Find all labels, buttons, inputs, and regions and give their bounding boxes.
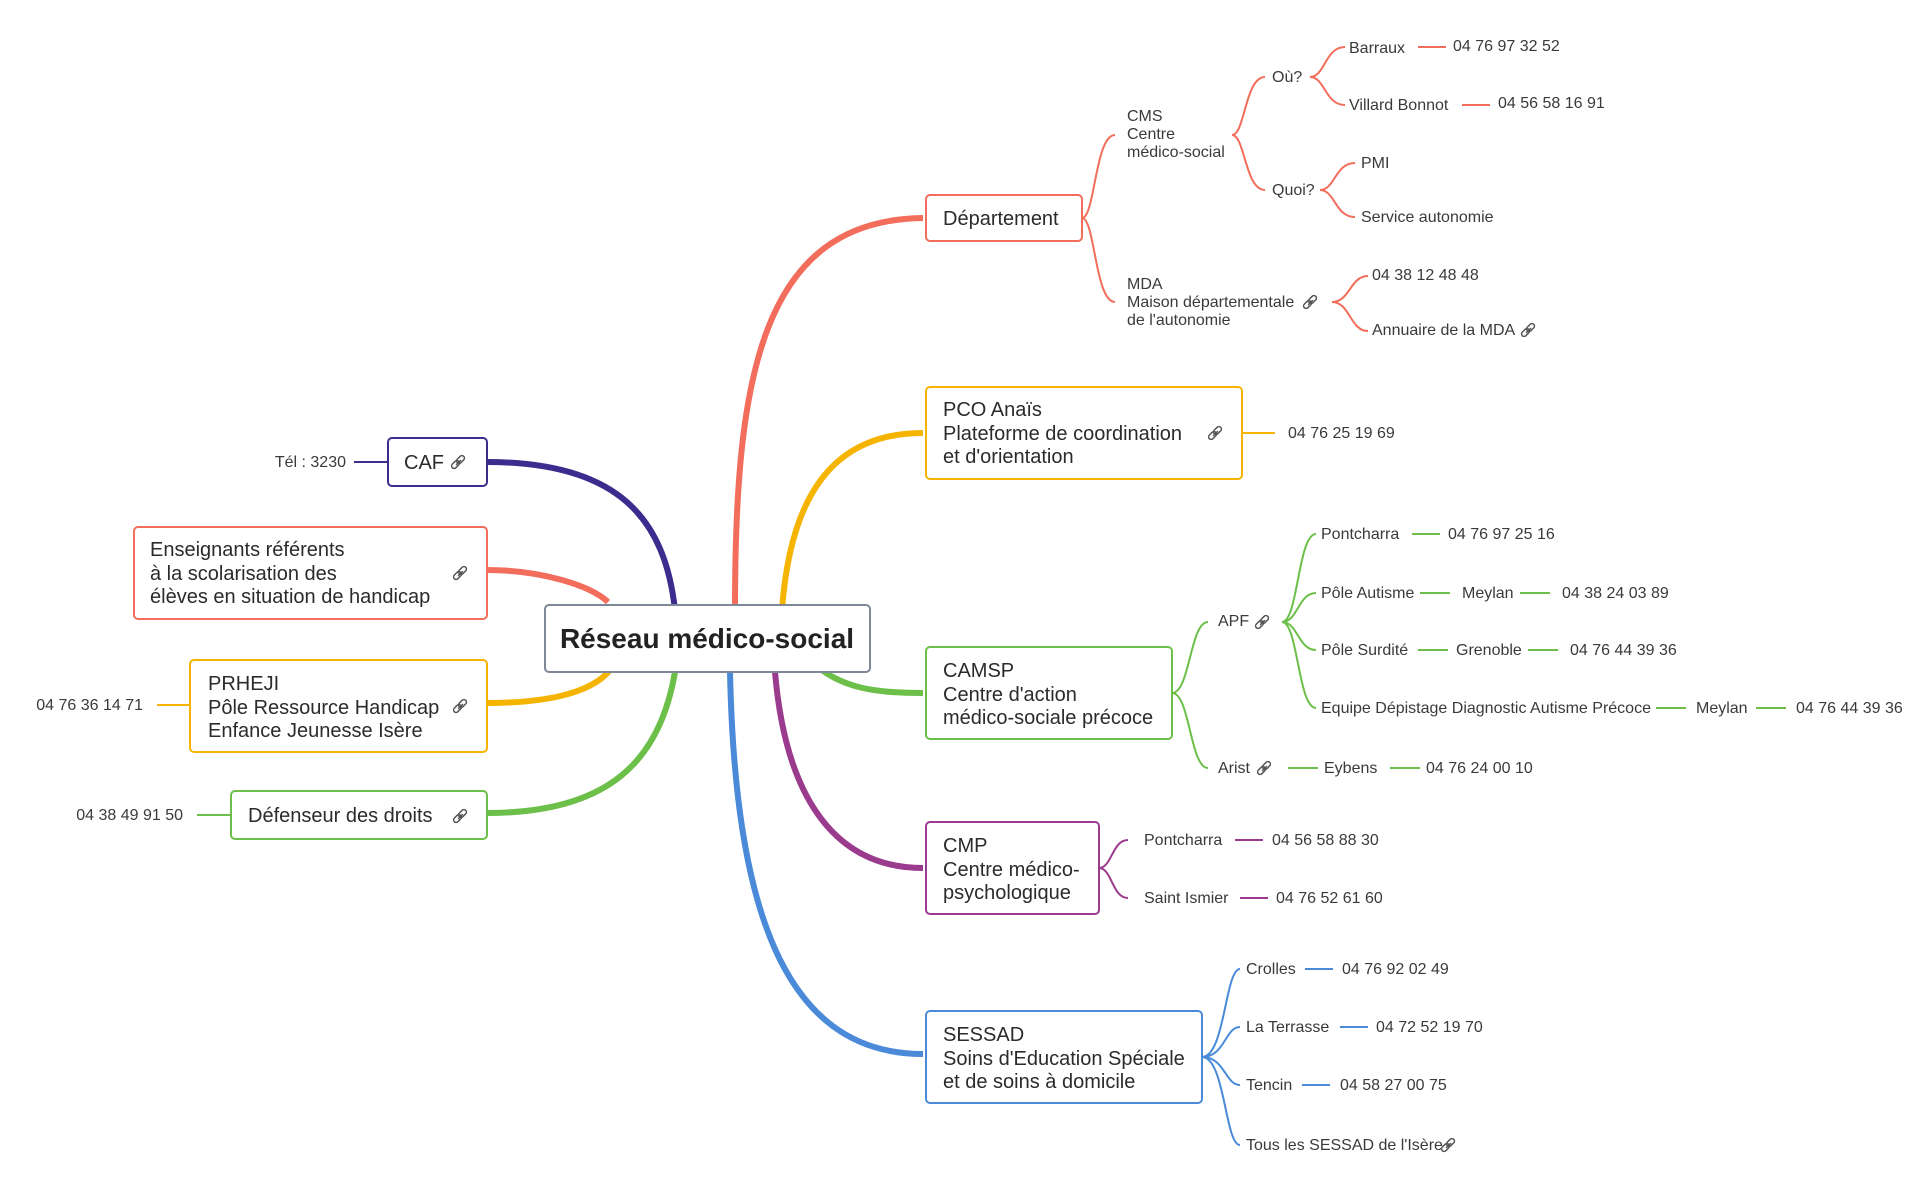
cmp-label: CMP Centre médico- psychologique bbox=[943, 835, 1085, 904]
cms-label: CMS Centre médico-social bbox=[1127, 108, 1225, 161]
cmp-place-0: Pontcharra bbox=[1144, 832, 1222, 849]
branch-cmp bbox=[772, 671, 924, 871]
branch-caf bbox=[486, 459, 678, 611]
sessad-all[interactable]: Tous les SESSAD de l'Isère bbox=[1246, 1137, 1443, 1154]
caf-label: CAF bbox=[404, 452, 444, 474]
branch-enseignants bbox=[486, 567, 611, 605]
cmp-phone-0: 04 56 58 88 30 bbox=[1272, 832, 1379, 849]
sessad-phone-0: 04 76 92 02 49 bbox=[1342, 961, 1449, 978]
apf-row-0-label: Pontcharra bbox=[1321, 526, 1399, 543]
root-node[interactable] bbox=[544, 604, 871, 673]
apf-row-2-city: Grenoble bbox=[1456, 642, 1522, 659]
camsp-label: CAMSP Centre d'action médico-sociale pré… bbox=[943, 660, 1153, 729]
sessad-place-0: Crolles bbox=[1246, 961, 1296, 978]
apf-link-icon[interactable] bbox=[1253, 613, 1271, 631]
phone-barraux: 04 76 97 32 52 bbox=[1453, 38, 1560, 55]
pco-phone: 04 76 25 19 69 bbox=[1288, 425, 1395, 442]
sessad-phone-2: 04 58 27 00 75 bbox=[1340, 1077, 1447, 1094]
enseignants-label: Enseignants référents à la scolarisation… bbox=[150, 539, 430, 608]
sessad-place-2: Tencin bbox=[1246, 1077, 1292, 1094]
defenseur-label: Défenseur des droits bbox=[248, 805, 433, 827]
apf-row-2-label: Pôle Surdité bbox=[1321, 642, 1408, 659]
prheji-phone: 04 76 36 14 71 bbox=[36, 697, 143, 714]
apf-row-2-phone: 04 76 44 39 36 bbox=[1570, 642, 1677, 659]
place-villard: Villard Bonnot bbox=[1349, 97, 1449, 114]
apf-row-1-phone: 04 38 24 03 89 bbox=[1562, 585, 1669, 602]
arist-label: Arist bbox=[1218, 760, 1251, 777]
apf-row-0-phone: 04 76 97 25 16 bbox=[1448, 526, 1555, 543]
prheji-label: PRHEJI Pôle Ressource Handicap Enfance J… bbox=[208, 673, 445, 742]
phone-villard: 04 56 58 16 91 bbox=[1498, 95, 1605, 112]
branch-sessad bbox=[727, 671, 924, 1057]
cmp-place-1: Saint Ismier bbox=[1144, 890, 1229, 907]
branch-departement bbox=[732, 215, 924, 611]
sessad-label: SESSAD Soins d'Education Spéciale et de … bbox=[943, 1024, 1190, 1093]
sessad-phone-1: 04 72 52 19 70 bbox=[1376, 1019, 1483, 1036]
enseignants-node[interactable] bbox=[133, 526, 488, 620]
pco-label: PCO Anaïs Plateforme de coordination et … bbox=[943, 399, 1188, 468]
mda-link-icon[interactable] bbox=[1301, 293, 1319, 311]
sessad-place-1: La Terrasse bbox=[1246, 1019, 1329, 1036]
mda-label: MDA Maison départementale de l'autonomie bbox=[1127, 276, 1299, 329]
apf-row-3-phone: 04 76 44 39 36 bbox=[1796, 700, 1903, 717]
apf-row-3-label: Equipe Dépistage Diagnostic Autisme Préc… bbox=[1321, 700, 1651, 717]
branch-pco bbox=[779, 430, 924, 611]
ou-label: Où? bbox=[1272, 69, 1302, 86]
arist-phone: 04 76 24 00 10 bbox=[1426, 760, 1533, 777]
apf-row-3-city: Meylan bbox=[1696, 700, 1748, 717]
place-barraux: Barraux bbox=[1349, 40, 1405, 57]
quoi-autonomie: Service autonomie bbox=[1361, 209, 1494, 226]
apf-row-1-label: Pôle Autisme bbox=[1321, 585, 1414, 602]
quoi-label: Quoi? bbox=[1272, 182, 1315, 199]
branch-defenseur bbox=[486, 671, 678, 816]
departement-label: Département bbox=[943, 208, 1059, 230]
arist-link-icon[interactable] bbox=[1255, 759, 1273, 777]
mda-annuaire[interactable]: Annuaire de la MDA bbox=[1372, 322, 1516, 339]
arist-city: Eybens bbox=[1324, 760, 1377, 777]
quoi-pmi: PMI bbox=[1361, 155, 1389, 172]
branch-prheji bbox=[486, 668, 613, 706]
apf-label: APF bbox=[1218, 613, 1249, 630]
root-label: Réseau médico-social bbox=[560, 623, 854, 654]
annuaire-link-icon[interactable] bbox=[1519, 321, 1537, 339]
defenseur-phone: 04 38 49 91 50 bbox=[76, 807, 183, 824]
apf-row-1-city: Meylan bbox=[1462, 585, 1514, 602]
mda-phone: 04 38 12 48 48 bbox=[1372, 267, 1479, 284]
caf-tel: Tél : 3230 bbox=[275, 454, 346, 471]
cmp-phone-1: 04 76 52 61 60 bbox=[1276, 890, 1383, 907]
